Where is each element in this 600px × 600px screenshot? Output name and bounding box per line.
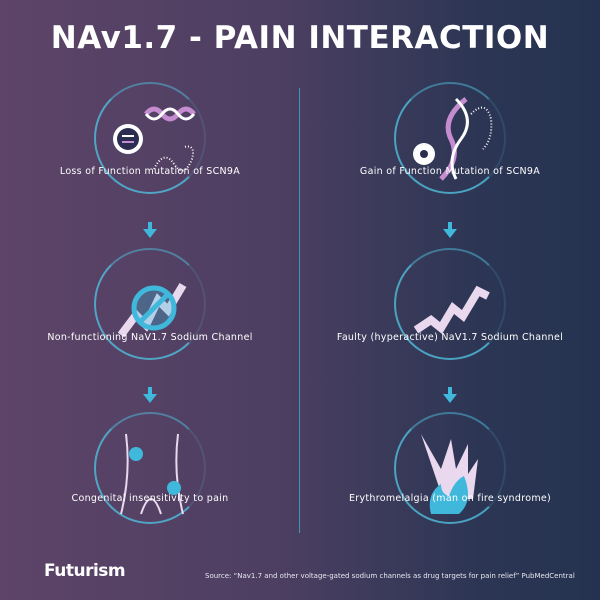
arrow-down-icon	[443, 222, 457, 238]
hyperactive-channel-icon	[394, 248, 506, 360]
futurism-logo: Futurism	[44, 561, 126, 581]
step-label: Gain of Function Mutation of SCN9A	[359, 166, 541, 177]
arrow-down-icon	[143, 387, 157, 403]
burning-hand-icon	[394, 412, 506, 524]
arrow-down-icon	[143, 222, 157, 238]
step-label: Non-functioning NaV1.7 Sodium Channel	[47, 332, 253, 343]
step-label: Erythromelalgia (man on fire syndrome)	[348, 493, 552, 504]
arrow-down-icon	[443, 387, 457, 403]
column-divider	[299, 88, 300, 533]
dna-mutation-icon	[394, 82, 506, 194]
step-label: Loss of Function mutation of SCN9A	[59, 166, 241, 177]
source-citation: Source: “Nav1.7 and other voltage-gated …	[205, 572, 575, 580]
step-label: Faulty (hyperactive) NaV1.7 Sodium Chann…	[336, 332, 564, 343]
page-title: NAv1.7 - PAIN INTERACTION	[50, 20, 550, 56]
body-pain-icon	[94, 412, 206, 524]
step-label: Congenital insensitivity to pain	[71, 493, 229, 504]
blocked-channel-icon	[94, 248, 206, 360]
dna-mutation-icon	[94, 82, 206, 194]
